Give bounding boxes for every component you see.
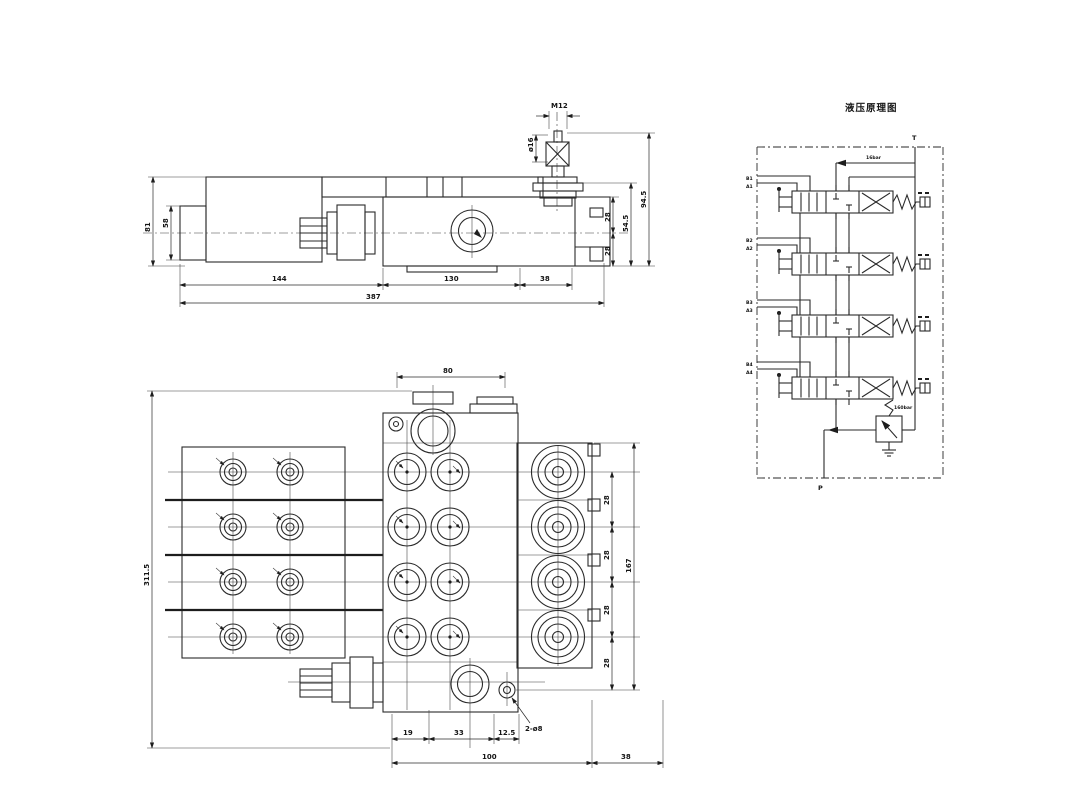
dim-bottom-d: 100 bbox=[482, 753, 497, 761]
port-label-a4: A4 bbox=[746, 370, 753, 376]
dim-bottom-c: 12.5 bbox=[498, 729, 515, 737]
valve-section-2: B2 A2 bbox=[746, 237, 931, 282]
side-view-dimensions: 144 130 38 387 81 58 94.5 54.5 28 28 M12 bbox=[144, 102, 655, 307]
schematic-links bbox=[799, 213, 850, 377]
dim-knob-dia: ø16 bbox=[527, 137, 535, 152]
back-pressure-label: 16bar bbox=[866, 155, 882, 161]
front-view-outline bbox=[165, 385, 640, 748]
gauge-coupling-icon bbox=[918, 254, 931, 270]
dim-right-seg-b: 28 bbox=[604, 246, 612, 256]
port-label-b3: B3 bbox=[746, 300, 753, 306]
port-label-a3: A3 bbox=[746, 308, 753, 314]
dim-height-inner: 58 bbox=[162, 218, 170, 228]
port-label-b2: B2 bbox=[746, 238, 753, 244]
dim-total-height: 311.5 bbox=[143, 564, 151, 586]
port-label-b1: B1 bbox=[746, 176, 753, 182]
dim-top-width: 80 bbox=[443, 367, 453, 375]
dim-right-chain-4: 28 bbox=[603, 658, 611, 668]
dim-bottom-a: 19 bbox=[403, 729, 413, 737]
spool-bores bbox=[387, 452, 470, 657]
port-label-b4: B4 bbox=[746, 362, 753, 368]
dim-right-chain-2: 28 bbox=[603, 550, 611, 560]
front-view: 80 311.5 28 28 28 28 167 19 33 12.5 bbox=[143, 367, 664, 768]
dim-len-a: 144 bbox=[272, 275, 287, 283]
relief-pressure-label: 160bar bbox=[894, 405, 913, 411]
dim-right-inner: 54.5 bbox=[622, 215, 630, 232]
dim-len-c: 38 bbox=[540, 275, 550, 283]
schematic-title: 液压原理图 bbox=[845, 102, 898, 114]
dim-right-total: 167 bbox=[625, 558, 633, 573]
left-block-ports bbox=[215, 457, 304, 651]
gauge-coupling-icon bbox=[918, 192, 931, 208]
gauge-coupling-icon bbox=[918, 316, 931, 332]
side-view: 144 130 38 387 81 58 94.5 54.5 28 28 M12 bbox=[143, 102, 655, 307]
front-view-dimensions: 80 311.5 28 28 28 28 167 19 33 12.5 bbox=[143, 367, 664, 768]
relief-valve: 160bar bbox=[823, 399, 915, 478]
dim-len-total: 387 bbox=[366, 293, 381, 301]
port-label-a2: A2 bbox=[746, 246, 753, 252]
port-label-a1: A1 bbox=[746, 184, 753, 190]
dim-bottom-b: 33 bbox=[454, 729, 464, 737]
gauge-coupling-icon bbox=[918, 378, 931, 394]
valve-section-1: B1 A1 bbox=[746, 175, 931, 220]
hydraulic-schematic: 液压原理图 T P 16bar B1 A1 B2 A2 bbox=[746, 102, 944, 492]
dim-right-outer: 94.5 bbox=[640, 191, 648, 208]
dim-bottom-e: 38 bbox=[621, 753, 631, 761]
valve-section-3: B3 A3 bbox=[746, 299, 931, 344]
dim-right-chain-1: 28 bbox=[603, 495, 611, 505]
side-view-outline bbox=[143, 112, 628, 273]
dim-right-seg-a: 28 bbox=[604, 212, 612, 222]
tank-port-label: T bbox=[912, 134, 917, 142]
valve-section-4: B4 A4 bbox=[746, 361, 931, 406]
dim-height-outer: 81 bbox=[144, 222, 152, 232]
dim-len-b: 130 bbox=[444, 275, 459, 283]
hole-callout: 2-ø8 bbox=[525, 725, 543, 733]
dim-thread: M12 bbox=[551, 102, 568, 110]
pump-port-label: P bbox=[818, 484, 823, 492]
work-port-fittings bbox=[530, 443, 601, 665]
dim-right-chain-3: 28 bbox=[603, 605, 611, 615]
